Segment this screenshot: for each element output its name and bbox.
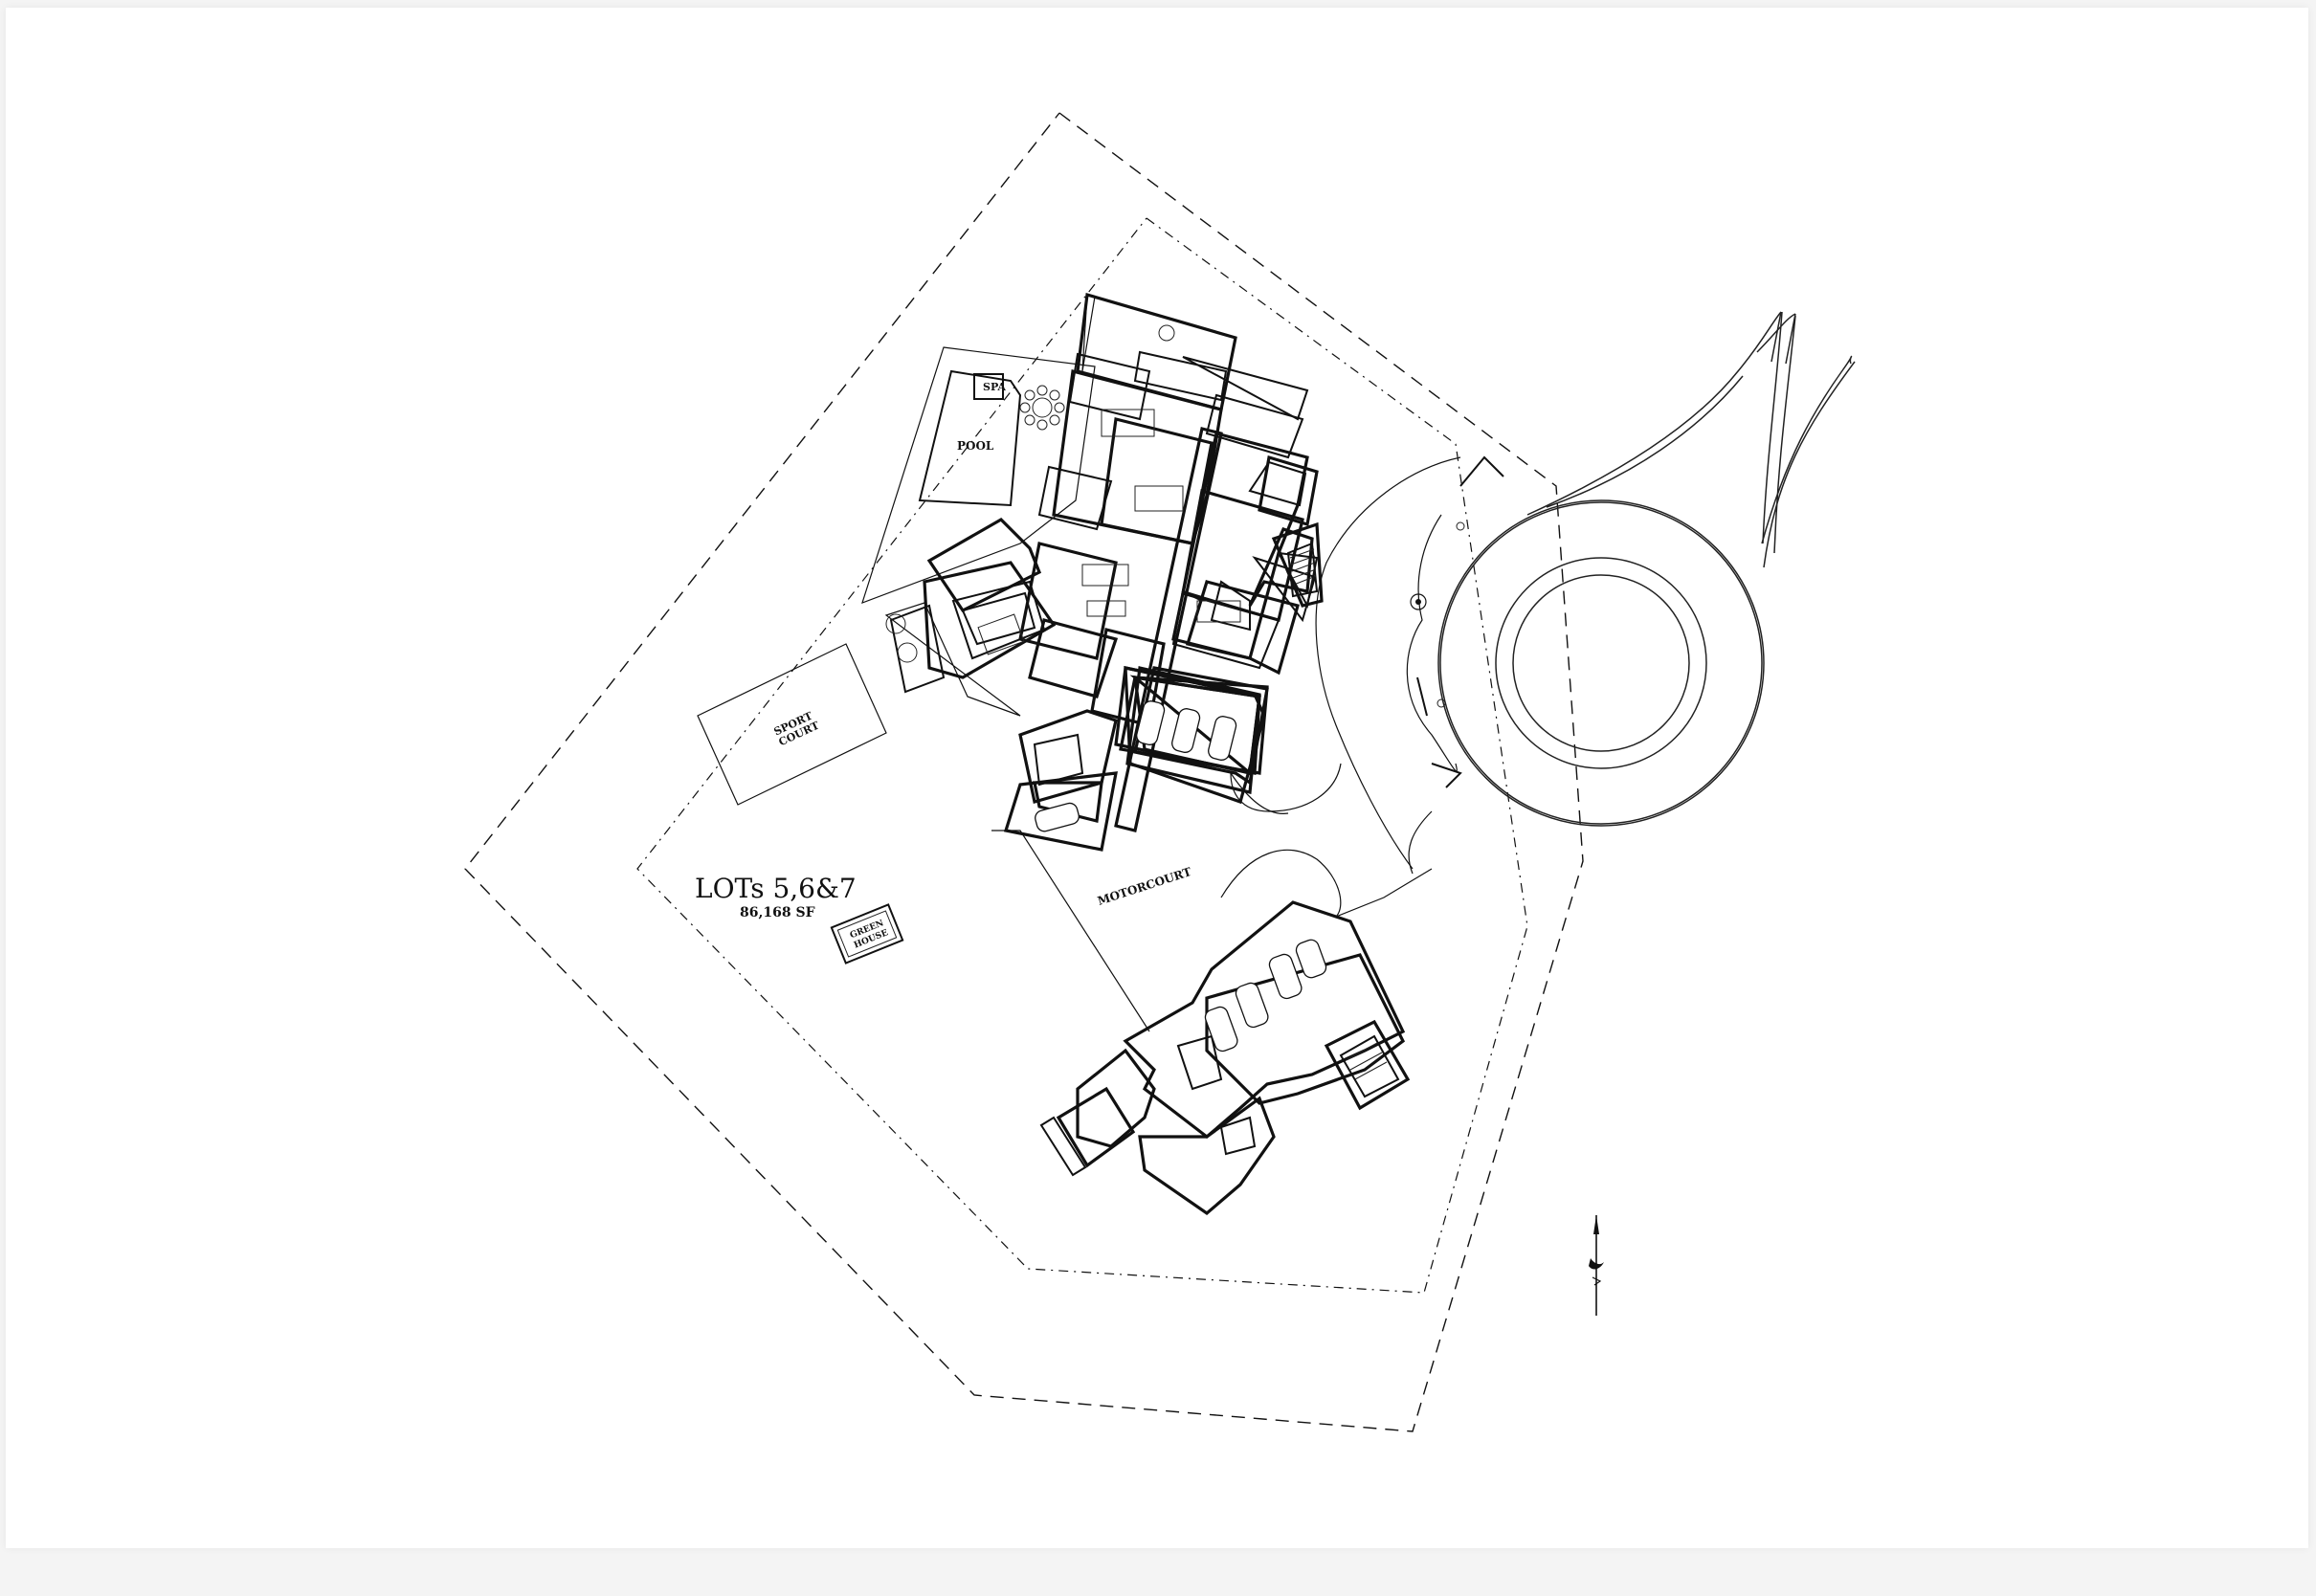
pool-label: POOL: [957, 439, 994, 453]
setback-line: [636, 217, 1528, 1294]
site-plan-sheet: SPA POOL SPORT COURT GREEN HOUSE LOTs 5,…: [6, 8, 2308, 1548]
north-arrow-icon: [1589, 1215, 1604, 1316]
motorcourt-label: MOTORCOURT: [1096, 865, 1193, 908]
main-garage-cars: [1035, 700, 1237, 832]
lot-area: 86,168 SF: [740, 905, 815, 920]
site-plan-drawing: SPA POOL SPORT COURT GREEN HOUSE LOTs 5,…: [464, 112, 1856, 1432]
pool-deck-outline: [861, 346, 1096, 604]
spa-label: SPA: [983, 381, 1006, 393]
main-house: [884, 292, 1324, 852]
sport-court: [697, 643, 887, 806]
guest-house: [1039, 900, 1411, 1216]
property-line: [464, 112, 1584, 1432]
cul-de-sac-road: [1230, 311, 1856, 875]
guest-garage-cars: [1204, 939, 1327, 1053]
outdoor-dining-set: [1019, 385, 1065, 431]
entry-gates: [1416, 455, 1504, 788]
interior-furniture: [885, 324, 1241, 663]
motorcourt-outline: [991, 830, 1342, 1032]
spa: [973, 373, 1004, 400]
green-house: GREEN HOUSE: [830, 903, 904, 964]
lot-title: LOTs 5,6&7: [695, 873, 857, 904]
pool: [918, 369, 1022, 507]
